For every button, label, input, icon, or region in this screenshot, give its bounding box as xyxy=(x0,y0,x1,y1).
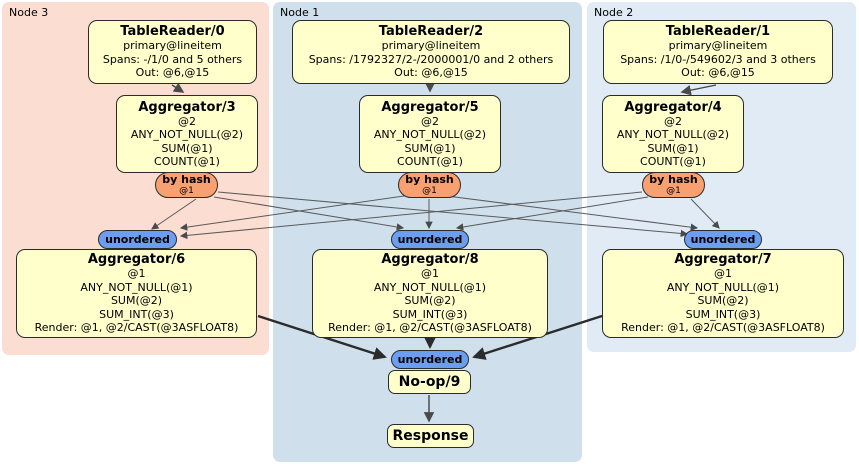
processor-tablereader-0: TableReader/0 primary@lineitem Spans: -/… xyxy=(88,20,257,84)
processor-detail: @2 xyxy=(664,114,682,128)
processor-detail: ANY_NOT_NULL(@1) xyxy=(666,280,780,294)
processor-detail: ANY_NOT_NULL(@2) xyxy=(616,128,730,141)
processor-detail: @1 xyxy=(714,267,732,281)
processor-detail: Out: @6,@15 xyxy=(135,66,210,80)
sync-unordered-final: unordered xyxy=(391,350,469,369)
processor-title: Aggregator/3 xyxy=(138,99,236,115)
sync-unordered-node2: unordered xyxy=(684,230,762,249)
router-detail: @1 xyxy=(666,186,681,196)
processor-detail: primary@lineitem xyxy=(123,39,222,53)
processor-title: Aggregator/4 xyxy=(624,99,722,115)
router-by-hash-node3: by hash @1 xyxy=(155,172,218,198)
processor-title: TableReader/2 xyxy=(378,24,484,40)
response-node: Response xyxy=(387,424,474,448)
processor-aggregator-3: Aggregator/3 @2 ANY_NOT_NULL(@2) SUM(@1)… xyxy=(116,95,258,173)
processor-detail: SUM_INT(@3) xyxy=(392,307,468,321)
processor-title: TableReader/1 xyxy=(665,24,771,40)
processor-detail: COUNT(@1) xyxy=(154,155,220,168)
router-detail: @1 xyxy=(179,186,194,196)
router-by-hash-node2: by hash @1 xyxy=(642,172,705,198)
router-detail: @1 xyxy=(422,186,437,196)
processor-detail: Render: @1, @2/CAST(@3ASFLOAT8) xyxy=(621,321,825,335)
processor-detail: @2 xyxy=(178,114,196,128)
processor-detail: primary@lineitem xyxy=(381,39,481,53)
router-by-hash-node1: by hash @1 xyxy=(398,172,461,198)
processor-detail: ANY_NOT_NULL(@1) xyxy=(80,280,193,294)
processor-detail: Render: @1, @2/CAST(@3ASFLOAT8) xyxy=(34,321,239,335)
processor-aggregator-6: Aggregator/6 @1 ANY_NOT_NULL(@1) SUM(@2)… xyxy=(16,249,257,338)
processor-detail: ANY_NOT_NULL(@2) xyxy=(130,128,244,141)
processor-tablereader-1: TableReader/1 primary@lineitem Spans: /1… xyxy=(603,20,833,84)
router-label: by hash xyxy=(405,173,454,186)
processor-detail: SUM(@2) xyxy=(110,294,163,308)
processor-detail: SUM(@2) xyxy=(697,294,749,308)
processor-detail: SUM(@1) xyxy=(161,141,213,155)
processor-detail: Spans: /1792327/2-/2000001/0 and 2 other… xyxy=(308,52,554,66)
processor-detail: ANY_NOT_NULL(@1) xyxy=(373,280,487,294)
router-label: by hash xyxy=(649,173,698,186)
processor-aggregator-8: Aggregator/8 @1 ANY_NOT_NULL(@1) SUM(@2)… xyxy=(312,249,548,338)
processor-detail: SUM(@1) xyxy=(647,141,699,155)
processor-title: Aggregator/8 xyxy=(381,252,479,268)
processor-aggregator-7: Aggregator/7 @1 ANY_NOT_NULL(@1) SUM(@2)… xyxy=(602,249,844,338)
processor-title: Aggregator/7 xyxy=(674,252,772,268)
processor-title: Aggregator/6 xyxy=(87,252,186,268)
region-node1-label: Node 1 xyxy=(280,6,320,19)
sync-unordered-node1: unordered xyxy=(391,230,469,249)
processor-detail: SUM(@2) xyxy=(404,294,456,308)
processor-noop: No-op/9 xyxy=(388,370,471,394)
processor-aggregator-5: Aggregator/5 @2 ANY_NOT_NULL(@2) SUM(@1)… xyxy=(359,95,501,173)
sync-unordered-node3: unordered xyxy=(98,230,177,249)
processor-detail: Spans: -/1/0 and 5 others xyxy=(102,52,243,66)
processor-detail: ANY_NOT_NULL(@2) xyxy=(373,128,487,141)
region-node2-label: Node 2 xyxy=(594,6,634,19)
processor-tablereader-2: TableReader/2 primary@lineitem Spans: /1… xyxy=(292,20,570,84)
processor-detail: COUNT(@1) xyxy=(397,155,463,168)
processor-detail: Out: @6,@15 xyxy=(681,66,755,80)
processor-title: Aggregator/5 xyxy=(381,99,479,115)
processor-detail: SUM(@1) xyxy=(404,141,456,155)
processor-detail: SUM_INT(@3) xyxy=(685,307,761,321)
processor-detail: Spans: /1/0-/549602/3 and 3 others xyxy=(620,52,816,66)
processor-detail: Out: @6,@15 xyxy=(394,66,468,80)
processor-detail: SUM_INT(@3) xyxy=(99,307,174,321)
processor-title: TableReader/0 xyxy=(120,24,225,40)
processor-detail: Render: @1, @2/CAST(@3ASFLOAT8) xyxy=(328,321,532,335)
processor-detail: primary@lineitem xyxy=(668,39,768,53)
router-label: by hash xyxy=(162,173,211,186)
processor-detail: @1 xyxy=(127,267,146,281)
processor-detail: @1 xyxy=(421,267,439,281)
region-node3-label: Node 3 xyxy=(9,6,49,19)
processor-aggregator-4: Aggregator/4 @2 ANY_NOT_NULL(@2) SUM(@1)… xyxy=(602,95,744,173)
processor-detail: @2 xyxy=(421,114,439,128)
processor-detail: COUNT(@1) xyxy=(640,155,706,168)
